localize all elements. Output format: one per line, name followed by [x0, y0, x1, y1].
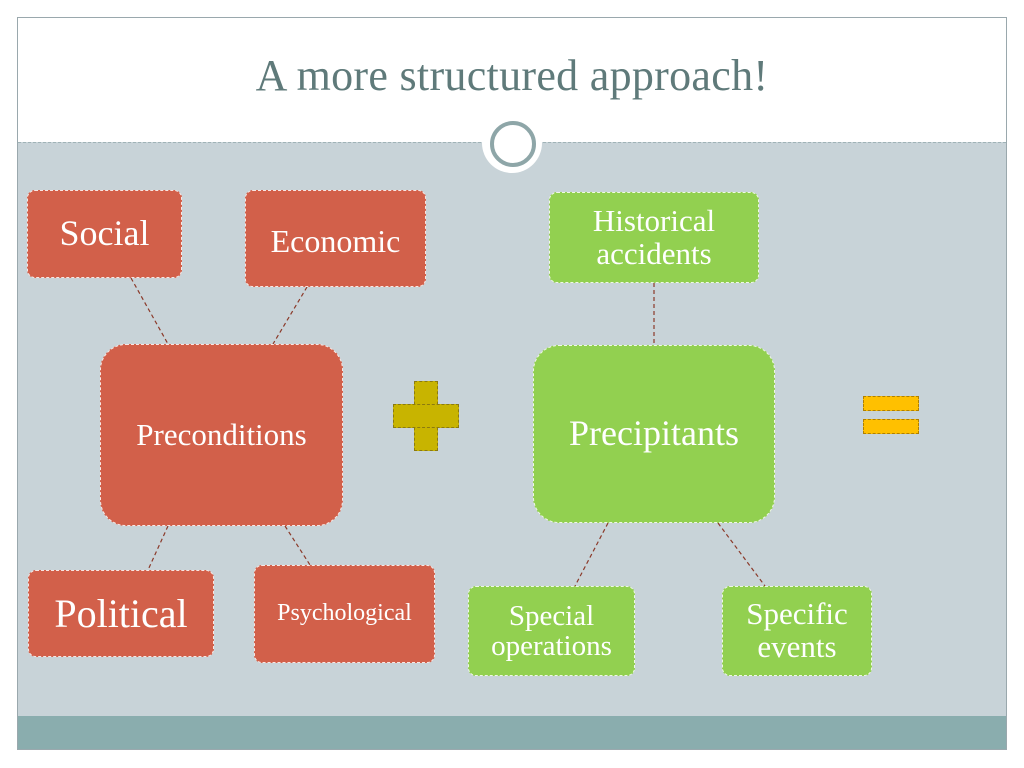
node-special-operations-label: Special operations: [491, 599, 612, 662]
connector-psychological: [284, 525, 311, 566]
equals-sign-icon: [863, 396, 919, 411]
node-economic-label: Economic: [270, 222, 401, 259]
node-precipitants: Precipitants: [533, 345, 775, 523]
node-precipitants-label: Precipitants: [569, 413, 739, 454]
node-psychological-label: Psychological: [277, 600, 412, 627]
node-historical-accidents-label: Historical accidents: [592, 202, 716, 271]
connector-social: [130, 277, 169, 345]
plus-sign-bar: [393, 404, 459, 428]
node-specific-events: Specific events: [722, 586, 872, 676]
node-social: Social: [27, 190, 182, 278]
circle-icon: [490, 121, 536, 167]
node-psychological: Psychological: [254, 565, 435, 663]
node-political-label: Political: [54, 590, 188, 636]
equals-sign-bar: [863, 419, 919, 434]
node-social-label: Social: [59, 213, 150, 254]
node-preconditions-label: Preconditions: [136, 416, 307, 452]
connector-special: [574, 522, 609, 587]
connector-economic: [272, 286, 308, 345]
node-preconditions: Preconditions: [100, 344, 343, 526]
node-economic: Economic: [245, 190, 426, 287]
node-historical-accidents: Historical accidents: [549, 192, 759, 283]
node-political: Political: [28, 570, 214, 657]
footer-band: [18, 716, 1006, 749]
node-special-operations: Special operations: [468, 586, 635, 676]
connector-political: [147, 525, 169, 571]
connector-specific: [717, 522, 766, 587]
slide-title: A more structured approach!: [255, 51, 769, 100]
node-specific-events-label: Specific events: [746, 596, 848, 664]
